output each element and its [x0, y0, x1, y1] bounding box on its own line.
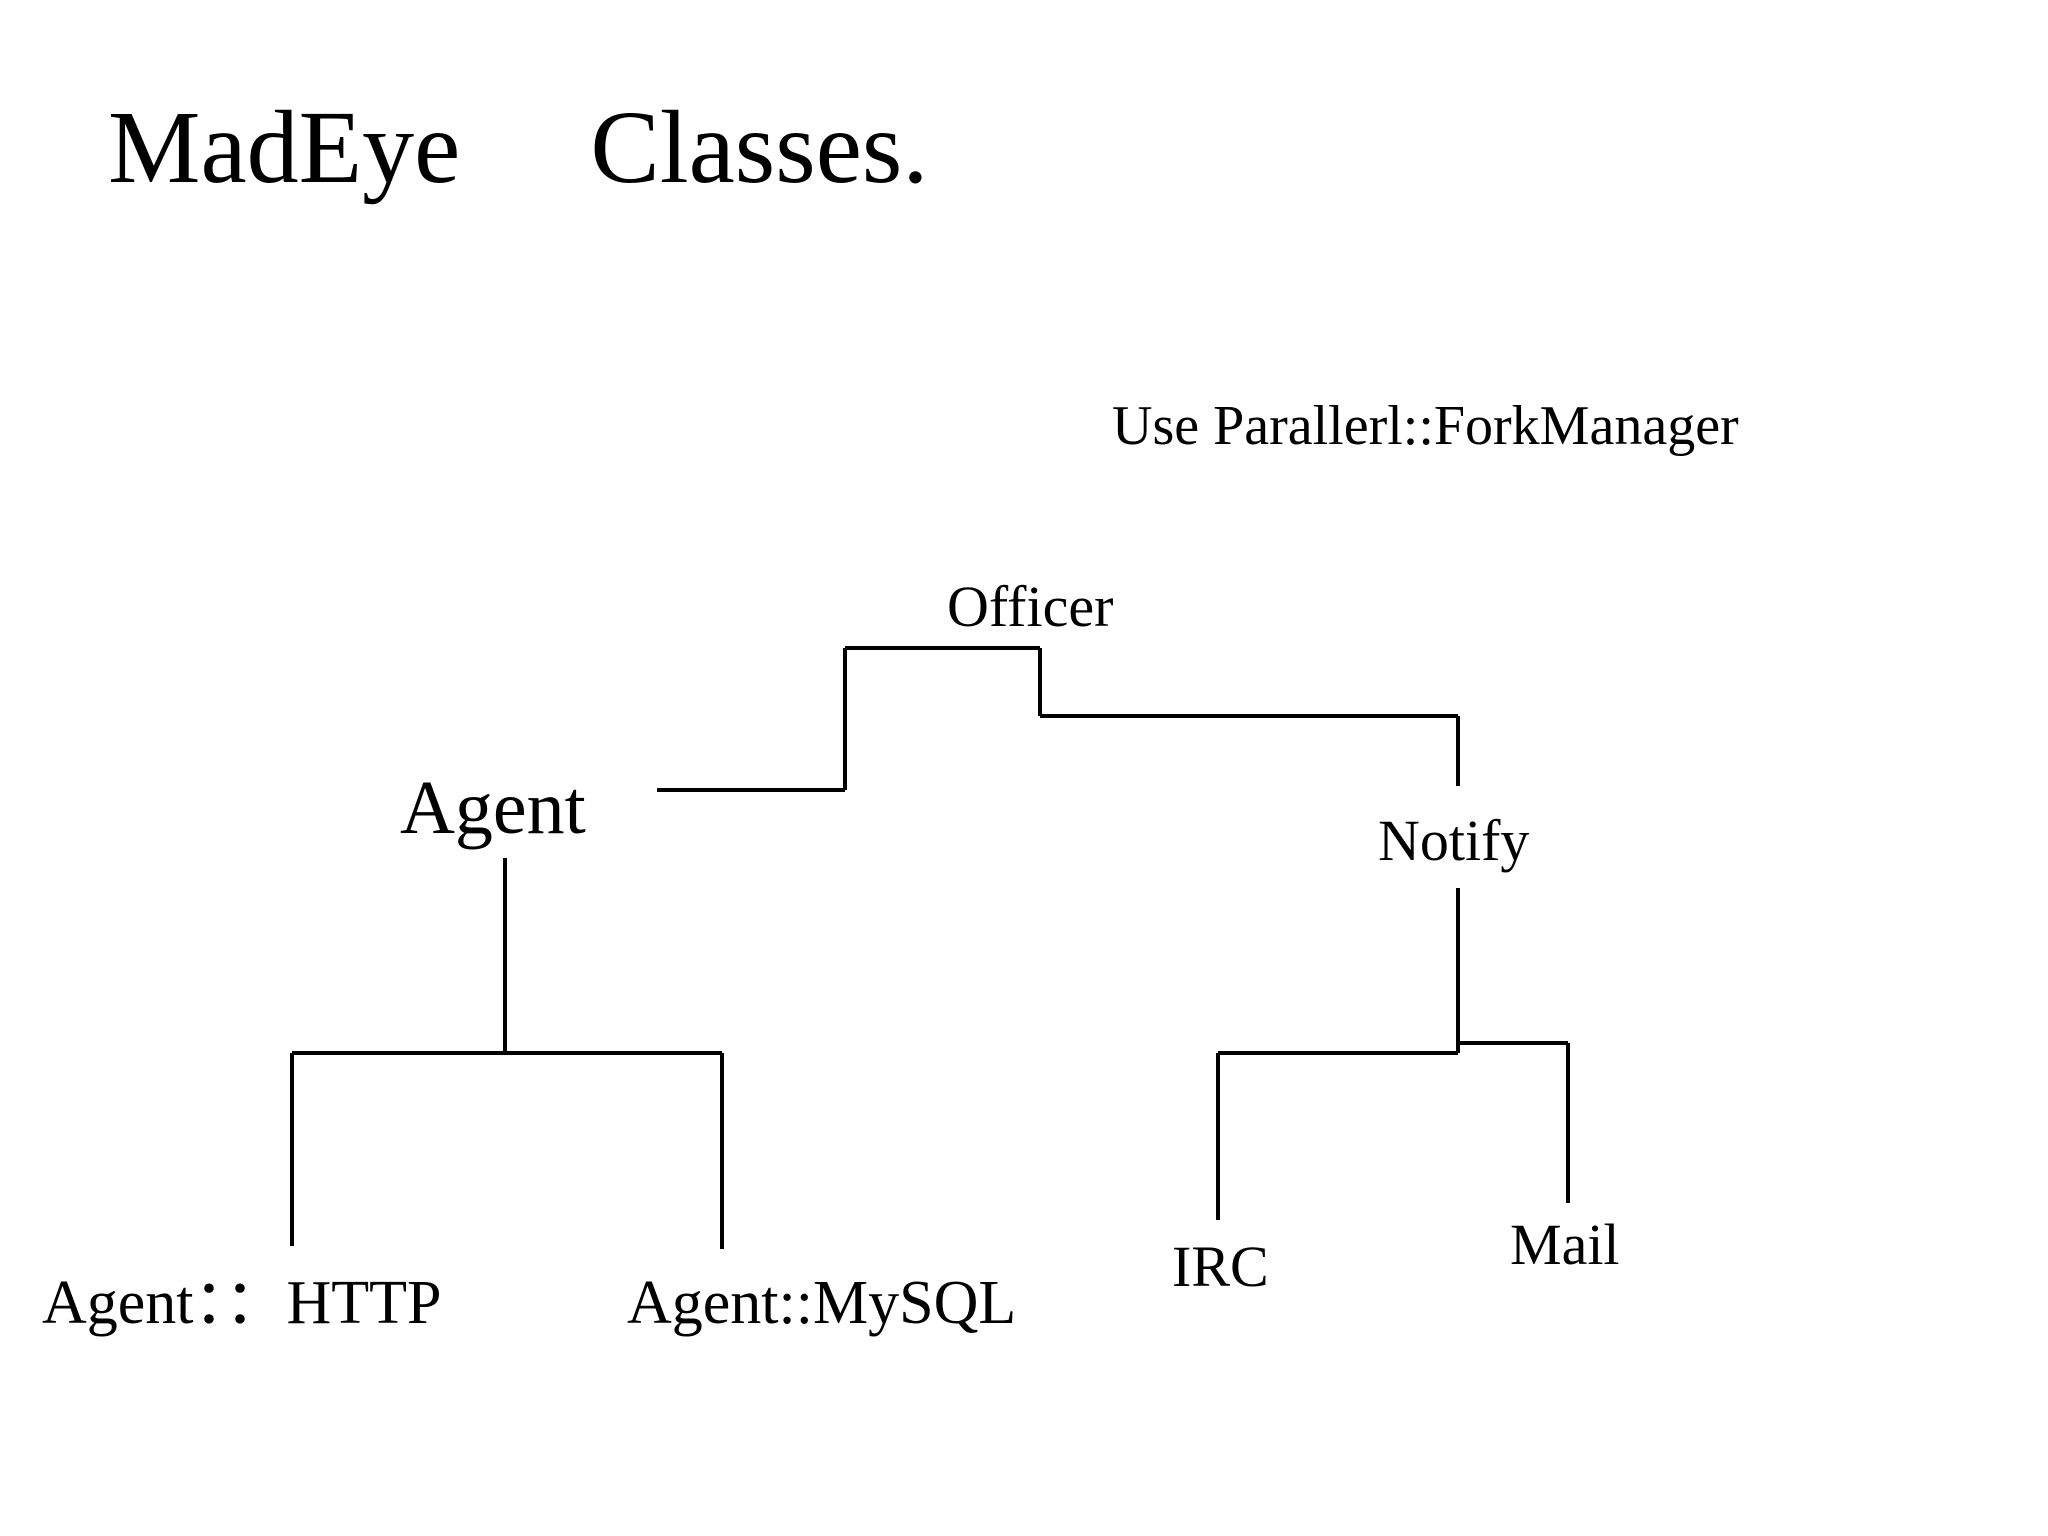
- node-agent-http: Agent：：HTTP: [42, 1269, 442, 1337]
- node-notify: Notify: [1378, 808, 1530, 873]
- node-agent-mysql: Agent::MySQL: [627, 1269, 1017, 1337]
- node-mail: Mail: [1510, 1212, 1620, 1277]
- note-use-parallel-forkmanager: Use Parallerl::ForkManager: [1112, 395, 1739, 457]
- node-agent: Agent: [400, 766, 586, 850]
- page-title: MadEye Classes.: [108, 90, 929, 205]
- node-officer: Officer: [947, 574, 1114, 639]
- node-irc: IRC: [1172, 1234, 1269, 1299]
